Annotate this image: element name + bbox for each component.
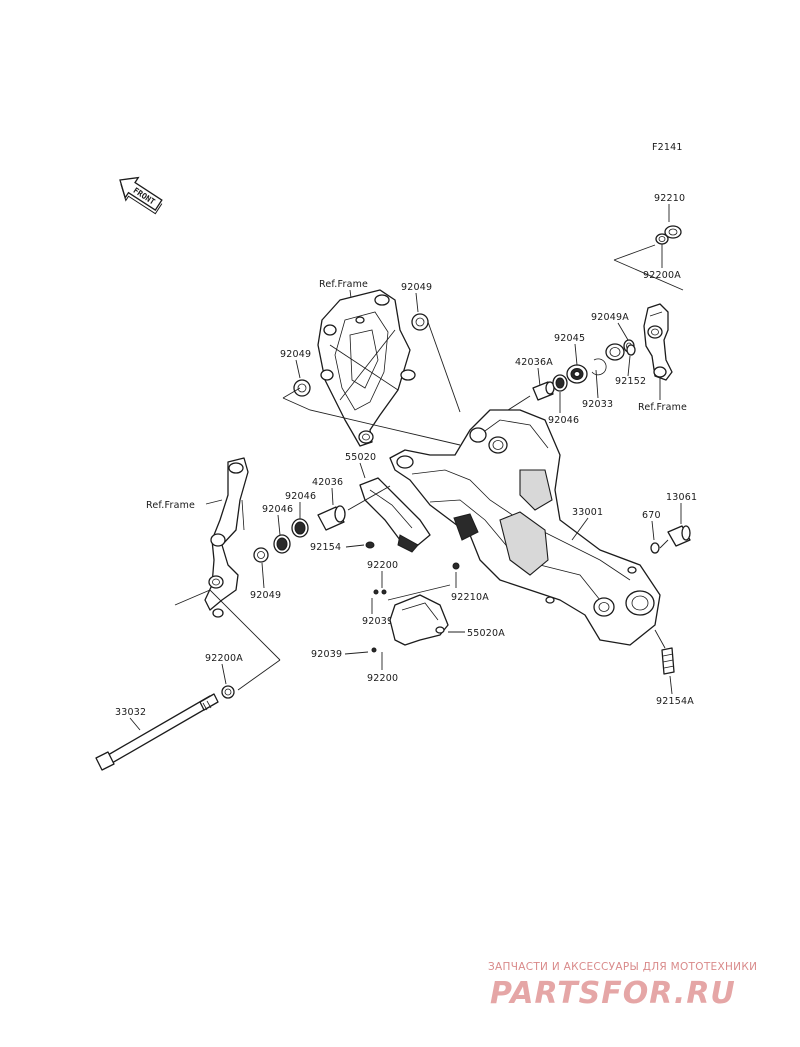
part-92049-seal-bottom — [253, 547, 269, 563]
part-92033-circlip — [591, 358, 607, 376]
label-42036A: 42036A — [515, 357, 553, 368]
label-13061: 13061 — [666, 492, 697, 503]
front-arrow-icon: FRONT — [119, 176, 163, 215]
label-55020A: 55020A — [467, 628, 505, 639]
label-ref-frame-top: Ref.Frame — [319, 279, 368, 290]
part-42036A-collar — [532, 381, 555, 401]
part-92154A-bolt — [661, 647, 675, 675]
frame-bracket-left — [204, 457, 249, 618]
label-92200A-top: 92200A — [643, 270, 681, 281]
diagram-code: F2141 — [652, 142, 683, 153]
label-92049-bottom: 92049 — [250, 590, 281, 601]
label-92049-top: 92049 — [401, 282, 432, 293]
watermark-logo: PARTSFOR.RU — [490, 976, 736, 1011]
frame-plate-center — [317, 289, 416, 447]
label-33032: 33032 — [115, 707, 146, 718]
part-92046-bearing-right — [552, 374, 568, 392]
label-92049-left: 92049 — [280, 349, 311, 360]
label-92046-right: 92046 — [548, 415, 579, 426]
bracket-55020A — [389, 594, 449, 646]
part-13061-collar — [667, 525, 691, 547]
label-92033: 92033 — [582, 399, 613, 410]
label-92039-upper: 92039 — [362, 616, 393, 627]
part-92049-seal-left — [293, 379, 311, 397]
part-92045-bearing — [566, 364, 588, 384]
label-42036: 42036 — [312, 477, 343, 488]
label-92045: 92045 — [554, 333, 585, 344]
label-92154A: 92154A — [656, 696, 694, 707]
label-92210: 92210 — [654, 193, 685, 204]
label-92200-upper: 92200 — [367, 560, 398, 571]
part-92200-washer-upper — [373, 589, 387, 595]
label-ref-frame-left: Ref.Frame — [146, 500, 195, 511]
label-92046-a: 92046 — [285, 491, 316, 502]
label-92154: 92154 — [310, 542, 341, 553]
part-92049-seal-top — [411, 313, 429, 331]
part-92154-bolt — [365, 541, 375, 549]
chain-guard-55020 — [359, 477, 431, 553]
part-92046-bearing-a — [291, 518, 309, 538]
part-92046-bearing-b — [273, 534, 291, 554]
watermark-tagline: ЗАПЧАСТИ И АКСЕССУАРЫ ДЛЯ МОТОТЕХНИКИ — [488, 961, 757, 973]
part-92210-nut — [664, 225, 682, 239]
label-ref-frame-right: Ref.Frame — [638, 402, 687, 413]
label-92200-lower: 92200 — [367, 673, 398, 684]
label-92039-lower: 92039 — [311, 649, 342, 660]
label-92152: 92152 — [615, 376, 646, 387]
label-670: 670 — [642, 510, 661, 521]
part-670-oring — [650, 542, 660, 554]
part-92152-ring — [626, 344, 636, 356]
label-92210A: 92210A — [451, 592, 489, 603]
label-92200A-bottom: 92200A — [205, 653, 243, 664]
part-92200-washer-lower — [371, 647, 377, 653]
part-92049A-spacer — [605, 343, 625, 361]
pivot-shaft-33032 — [95, 693, 219, 771]
label-55020: 55020 — [345, 452, 376, 463]
part-92210A-nut — [452, 562, 460, 570]
frame-bracket-right — [643, 303, 673, 381]
swingarm-33001 — [389, 409, 661, 646]
part-92200A-washer-bottom — [221, 685, 235, 699]
part-42036-collar — [317, 505, 346, 531]
label-33001: 33001 — [572, 507, 603, 518]
label-92046-b: 92046 — [262, 504, 293, 515]
part-92200A-washer-top — [655, 233, 669, 245]
label-92049A: 92049A — [591, 312, 629, 323]
